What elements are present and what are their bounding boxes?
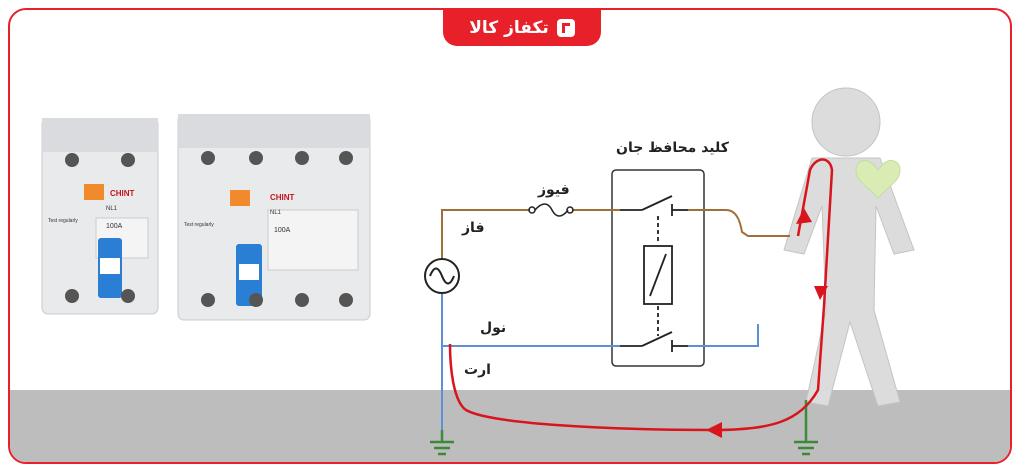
fuse-label: فیوز [538,182,570,198]
ground-surface [10,390,1010,462]
diagram-frame: تکفاز کالا CHINT NL1 100A Test regularly [8,8,1012,464]
neutral-wire [441,292,759,438]
breaker2-brand: CHINT [270,193,295,202]
rcd-breaker-4pole: CHINT NL1 100A Test regularly [177,114,371,321]
breaker1-rating: 100A [106,223,123,230]
rcd-contacts [620,195,688,352]
rcd-breaker-2pole: CHINT NL1 100A Test regularly [41,118,159,315]
brand-logo-icon [556,19,575,37]
fault-current-path [448,158,834,432]
rcd-switch-box [611,169,705,367]
ac-source-icon [424,258,460,294]
breaker1-model: NL1 [106,206,118,212]
breaker2-rating: 100A [274,227,291,234]
breaker2-test: Test regularly [184,222,214,228]
rcd-switch-label: کلید محافظ جان [616,140,729,156]
neutral-label: نول [480,320,507,336]
fuse-symbol [528,203,574,217]
phase-wire [441,209,790,260]
human-figure [783,87,915,407]
breaker1-brand: CHINT [110,189,135,198]
brand-logo-text: تکفاز کالا [469,18,549,38]
fault-current-arrows [706,208,828,438]
earth-ground-icon-right [794,400,818,456]
earth-ground-icon-left [430,430,454,456]
breaker1-test: Test regularly [48,218,78,224]
earth-label: ارت [464,362,491,378]
brand-logo: تکفاز کالا [443,10,601,46]
breaker2-model: NL1 [270,210,282,216]
circuit-diagram [424,87,915,456]
phase-label: فاز [462,220,485,236]
heart-icon [855,159,901,199]
